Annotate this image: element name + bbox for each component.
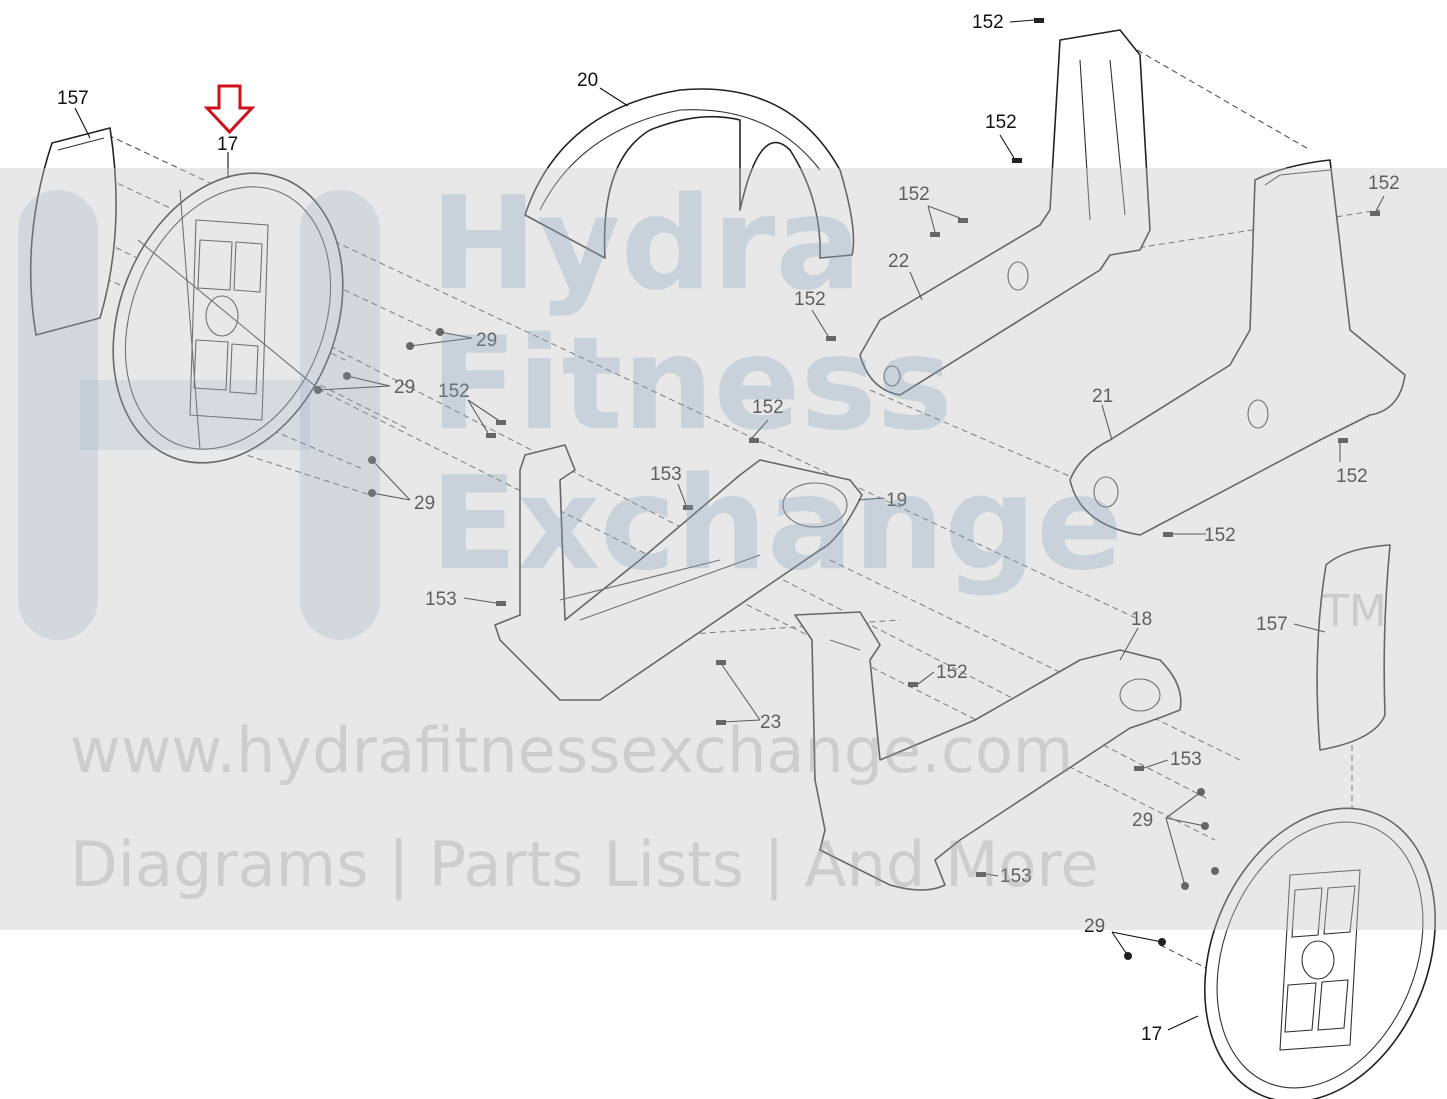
callout-152: 152: [794, 289, 826, 310]
callout-21: 21: [1092, 386, 1113, 407]
callout-153: 153: [1170, 749, 1202, 770]
part-17-right-disc: [1204, 807, 1436, 1099]
callout-29: 29: [414, 493, 435, 514]
callout-18: 18: [1131, 609, 1152, 630]
callout-153: 153: [1000, 866, 1032, 887]
callout-152: 152: [1368, 173, 1400, 194]
watermark-logo-mark: [300, 190, 380, 640]
callout-17: 17: [217, 134, 238, 155]
callout-23: 23: [760, 712, 781, 733]
watermark-logo-mark: [18, 190, 98, 640]
part-157-right-cover: [1316, 544, 1391, 751]
part-157-left-cover: [29, 127, 117, 336]
callout-152: 152: [1204, 525, 1236, 546]
callout-152: 152: [1336, 466, 1368, 487]
callout-152: 152: [972, 12, 1004, 33]
callout-153: 153: [425, 589, 457, 610]
callout-152: 152: [898, 184, 930, 205]
part-21-right-frame-cover: [1069, 159, 1406, 536]
down-arrow-icon: [203, 84, 256, 135]
part-17-left-disc: [112, 172, 344, 464]
callout-29: 29: [1132, 810, 1153, 831]
watermark-logo-mark: [80, 380, 310, 450]
callout-152: 152: [752, 397, 784, 418]
callout-19: 19: [886, 490, 907, 511]
part-19-left-base-cover: [494, 444, 863, 701]
callout-152: 152: [936, 662, 968, 683]
callout-labels: 157 17 20 152 152 152 152 22 152 29 29 1…: [57, 12, 1400, 1045]
part-20-arch-cover: [524, 88, 855, 259]
part-18-right-base-cover: [794, 611, 1182, 891]
callout-157: 157: [1256, 614, 1288, 635]
callout-152: 152: [438, 381, 470, 402]
leader-lines: [74, 19, 1385, 1031]
callout-152: 152: [985, 112, 1017, 133]
callout-29: 29: [1084, 916, 1105, 937]
part-22-left-frame-cover: [859, 29, 1151, 396]
callout-17: 17: [1141, 1024, 1162, 1045]
callout-153: 153: [650, 464, 682, 485]
callout-29: 29: [394, 377, 415, 398]
callout-157: 157: [57, 88, 89, 109]
callout-22: 22: [888, 251, 909, 272]
callout-29: 29: [476, 330, 497, 351]
callout-20: 20: [577, 70, 598, 91]
